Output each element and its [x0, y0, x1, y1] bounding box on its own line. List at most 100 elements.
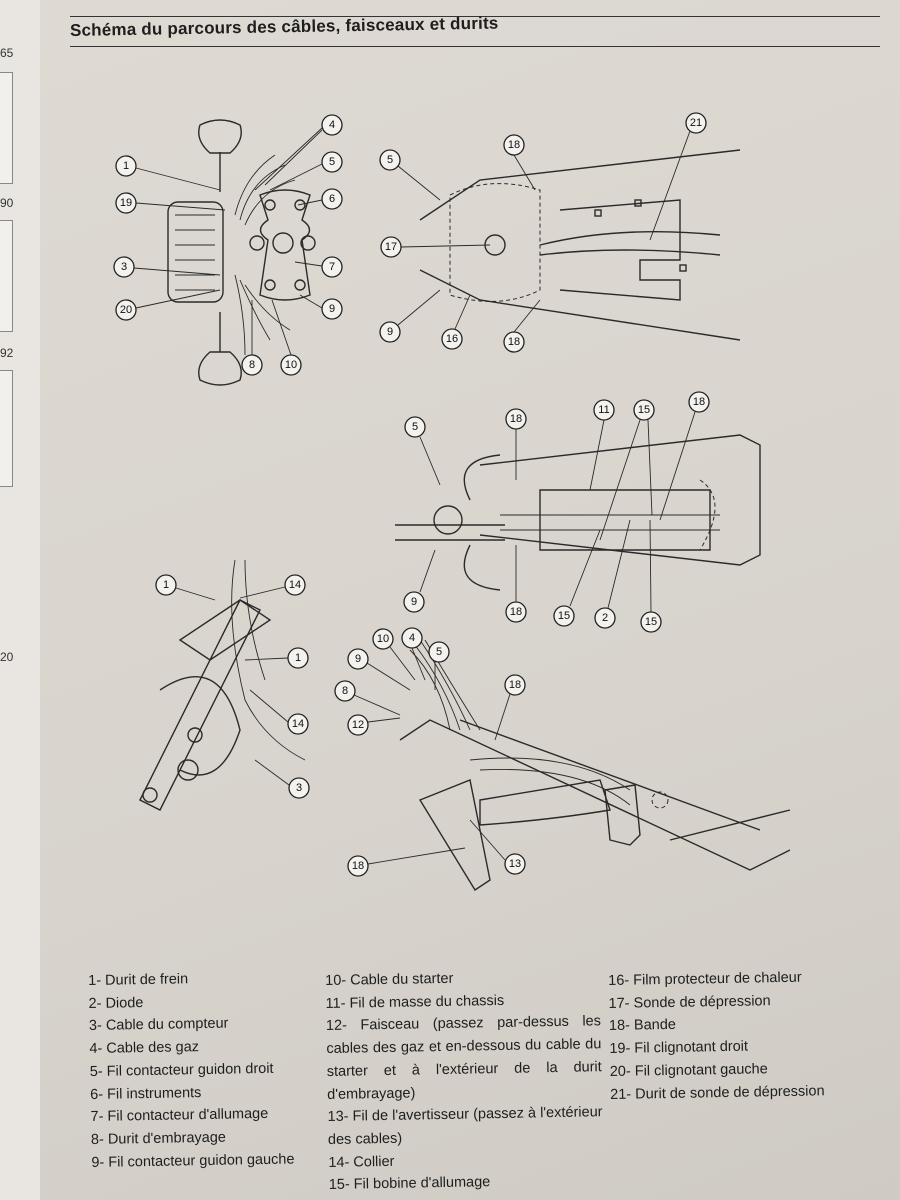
callout-5: 5	[428, 641, 450, 663]
svg-text:3: 3	[121, 261, 127, 273]
prev-page-box	[0, 370, 13, 487]
svg-text:1: 1	[295, 652, 301, 664]
callout-7: 7	[321, 256, 343, 278]
diagram-steering-head	[139, 559, 306, 811]
svg-text:8: 8	[342, 685, 348, 697]
svg-text:15: 15	[638, 404, 650, 416]
legend-item: 12- Faisceau (passez par-dessus les cabl…	[325, 1013, 602, 1103]
svg-text:21: 21	[690, 117, 702, 129]
svg-text:18: 18	[693, 396, 705, 408]
legend-column-3: 16- Film protecteur de chaleur 17- Sonde…	[608, 966, 860, 1107]
svg-text:5: 5	[436, 646, 442, 658]
callout-9: 9	[403, 591, 425, 613]
callout-8: 8	[241, 354, 263, 376]
callout-18: 18	[505, 408, 527, 430]
svg-text:2: 2	[602, 612, 608, 624]
callout-17: 17	[380, 236, 402, 258]
legend-item: 21- Durit de sonde de dépression	[610, 1082, 825, 1103]
callout-leaders-1	[133, 127, 323, 356]
svg-text:9: 9	[411, 596, 417, 608]
callout-1: 1	[155, 574, 177, 596]
callout-14: 14	[287, 713, 309, 735]
prev-page-number: 20	[0, 650, 14, 664]
callout-18: 18	[503, 134, 525, 156]
callouts-diagram-4: 1 14 1 14 3	[155, 574, 310, 799]
legend-item: 13- Fil de l'avertisseur (passez à l'ext…	[327, 1104, 603, 1148]
prev-page-box	[0, 220, 13, 332]
callout-12: 12	[347, 714, 369, 736]
prev-page-number: 65	[0, 46, 14, 60]
svg-text:11: 11	[598, 404, 609, 416]
svg-text:1: 1	[163, 579, 169, 591]
diagram-handlebar	[167, 119, 316, 386]
title-rule-bottom	[70, 46, 880, 47]
routing-diagrams: 4 5 6 7 9 10 8 20 3 19 1 21 18 5 17 9 16…	[113, 112, 791, 891]
callout-19: 19	[115, 192, 137, 214]
callout-18: 18	[504, 674, 526, 696]
callout-4: 4	[321, 114, 343, 136]
prev-page-number: 92	[0, 346, 14, 360]
svg-text:10: 10	[377, 633, 389, 645]
callout-10: 10	[372, 628, 394, 650]
callout-5: 5	[404, 416, 426, 438]
callout-15: 15	[553, 605, 575, 627]
svg-text:6: 6	[329, 193, 335, 205]
svg-text:18: 18	[510, 606, 522, 618]
svg-text:17: 17	[385, 241, 397, 253]
svg-text:19: 19	[120, 197, 132, 209]
svg-text:18: 18	[508, 139, 520, 151]
svg-text:7: 7	[329, 261, 335, 273]
callout-18: 18	[688, 391, 710, 413]
svg-text:15: 15	[645, 616, 657, 628]
legend-column-1: 1- Durit de frein 2- Diode 3- Cable du c…	[88, 966, 324, 1174]
svg-text:16: 16	[446, 333, 458, 345]
svg-text:9: 9	[387, 326, 393, 338]
previous-page-edge: 65 90 92 20	[0, 0, 41, 1200]
callout-leaders-2	[397, 130, 691, 333]
callout-leaders-5	[353, 646, 511, 865]
svg-text:18: 18	[509, 679, 521, 691]
manual-page: Schéma du parcours des câbles, faisceaux…	[40, 0, 900, 1200]
callout-20: 20	[115, 299, 137, 321]
callout-3: 3	[113, 256, 135, 278]
title-rule-top	[70, 16, 880, 17]
callouts-diagram-5: 10 4 5 9 18 8 12 18 13	[334, 627, 526, 877]
legend-column-2: 10- Cable du starter 11- Fil de masse du…	[325, 965, 604, 1197]
prev-page-number: 90	[0, 196, 14, 210]
callout-15: 15	[640, 611, 662, 633]
callout-leaders-4	[175, 586, 290, 786]
callout-8: 8	[334, 680, 356, 702]
svg-text:5: 5	[387, 154, 393, 166]
callout-3: 3	[288, 777, 310, 799]
callout-1: 1	[115, 155, 137, 177]
svg-text:5: 5	[329, 156, 335, 168]
callout-18: 18	[503, 331, 525, 353]
callout-5: 5	[379, 149, 401, 171]
callout-1: 1	[287, 647, 309, 669]
callouts-diagram-1: 4 5 6 7 9 10 8 20 3 19 1	[113, 114, 343, 376]
svg-text:14: 14	[289, 579, 301, 591]
diagram-frame-coils	[395, 434, 761, 591]
svg-text:10: 10	[285, 359, 297, 371]
callout-5: 5	[321, 151, 343, 173]
svg-text:4: 4	[409, 632, 415, 644]
svg-text:18: 18	[352, 860, 364, 872]
callout-6: 6	[321, 188, 343, 210]
callout-21: 21	[685, 112, 707, 134]
svg-text:9: 9	[329, 303, 335, 315]
svg-text:14: 14	[292, 718, 304, 730]
svg-text:18: 18	[508, 336, 520, 348]
callout-9: 9	[347, 648, 369, 670]
callout-18: 18	[505, 601, 527, 623]
callout-13: 13	[504, 853, 526, 875]
svg-text:1: 1	[123, 160, 129, 172]
svg-text:9: 9	[355, 653, 361, 665]
svg-text:13: 13	[509, 858, 521, 870]
svg-text:5: 5	[412, 421, 418, 433]
svg-text:12: 12	[352, 719, 364, 731]
callout-10: 10	[280, 354, 302, 376]
svg-text:8: 8	[249, 359, 255, 371]
legend-item: 15- Fil bobine d'allumage	[328, 1174, 491, 1194]
callout-11: 11	[593, 399, 615, 421]
callout-leaders-3	[419, 411, 696, 613]
